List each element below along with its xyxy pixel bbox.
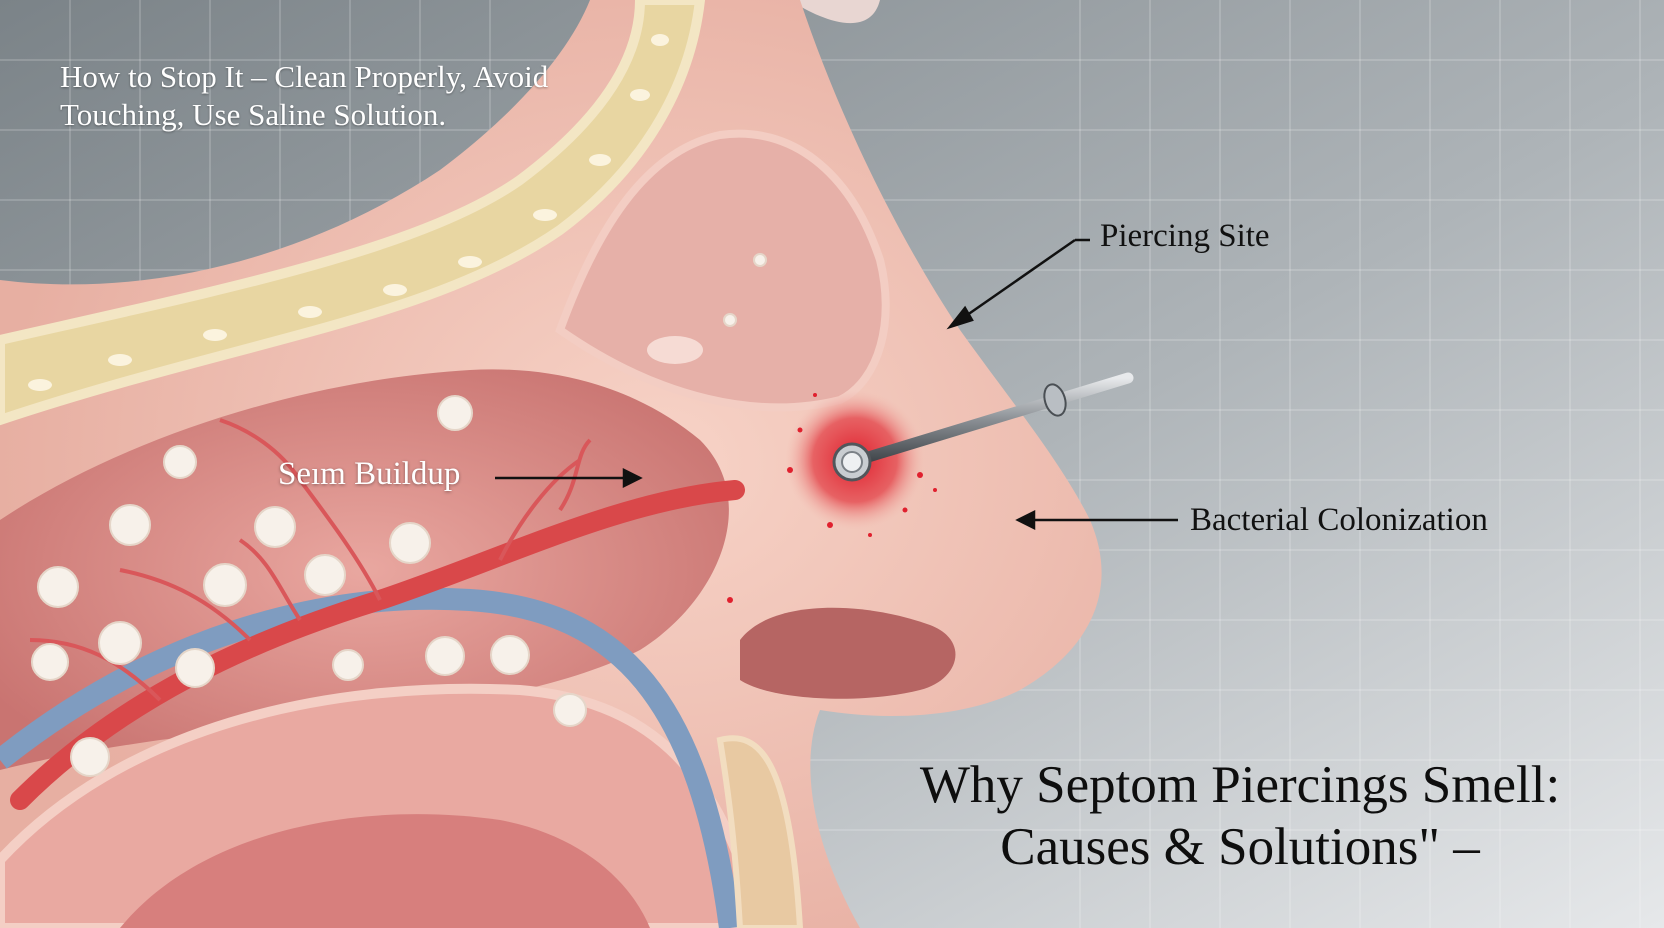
sebum-nodules <box>31 253 767 777</box>
label-bacterial-colonization: Bacterial Colonization <box>1190 502 1488 538</box>
label-sebum-buildup: Seım Buildup <box>278 456 461 492</box>
vein <box>0 587 741 928</box>
inflammation-specks <box>727 393 937 603</box>
bone-band <box>0 0 706 426</box>
title-line-1: Why Septom Piercings Smell: <box>919 756 1561 814</box>
nostril <box>740 607 956 699</box>
page-title: Why Septom Piercings Smell: Causes & Sol… <box>860 754 1620 878</box>
sinus-cavity <box>555 129 890 412</box>
sinus-highlight <box>647 336 703 364</box>
piercing-jewelry <box>832 372 1134 482</box>
lower-inner <box>120 814 650 928</box>
artery-branches <box>29 418 592 702</box>
bone-pores <box>28 34 669 391</box>
forehead-edge <box>790 0 880 24</box>
prevention-note-line-1: How to Stop It – Clean Properly, Avoid <box>60 59 549 94</box>
prevention-note: How to Stop It – Clean Properly, Avoid T… <box>60 58 660 134</box>
annotation-arrows <box>495 238 1178 531</box>
prevention-note-line-2: Touching, Use Saline Solution. <box>60 97 447 132</box>
title-line-2: Causes & Solutions" – <box>1000 818 1480 876</box>
label-piercing-site: Piercing Site <box>1100 218 1270 254</box>
